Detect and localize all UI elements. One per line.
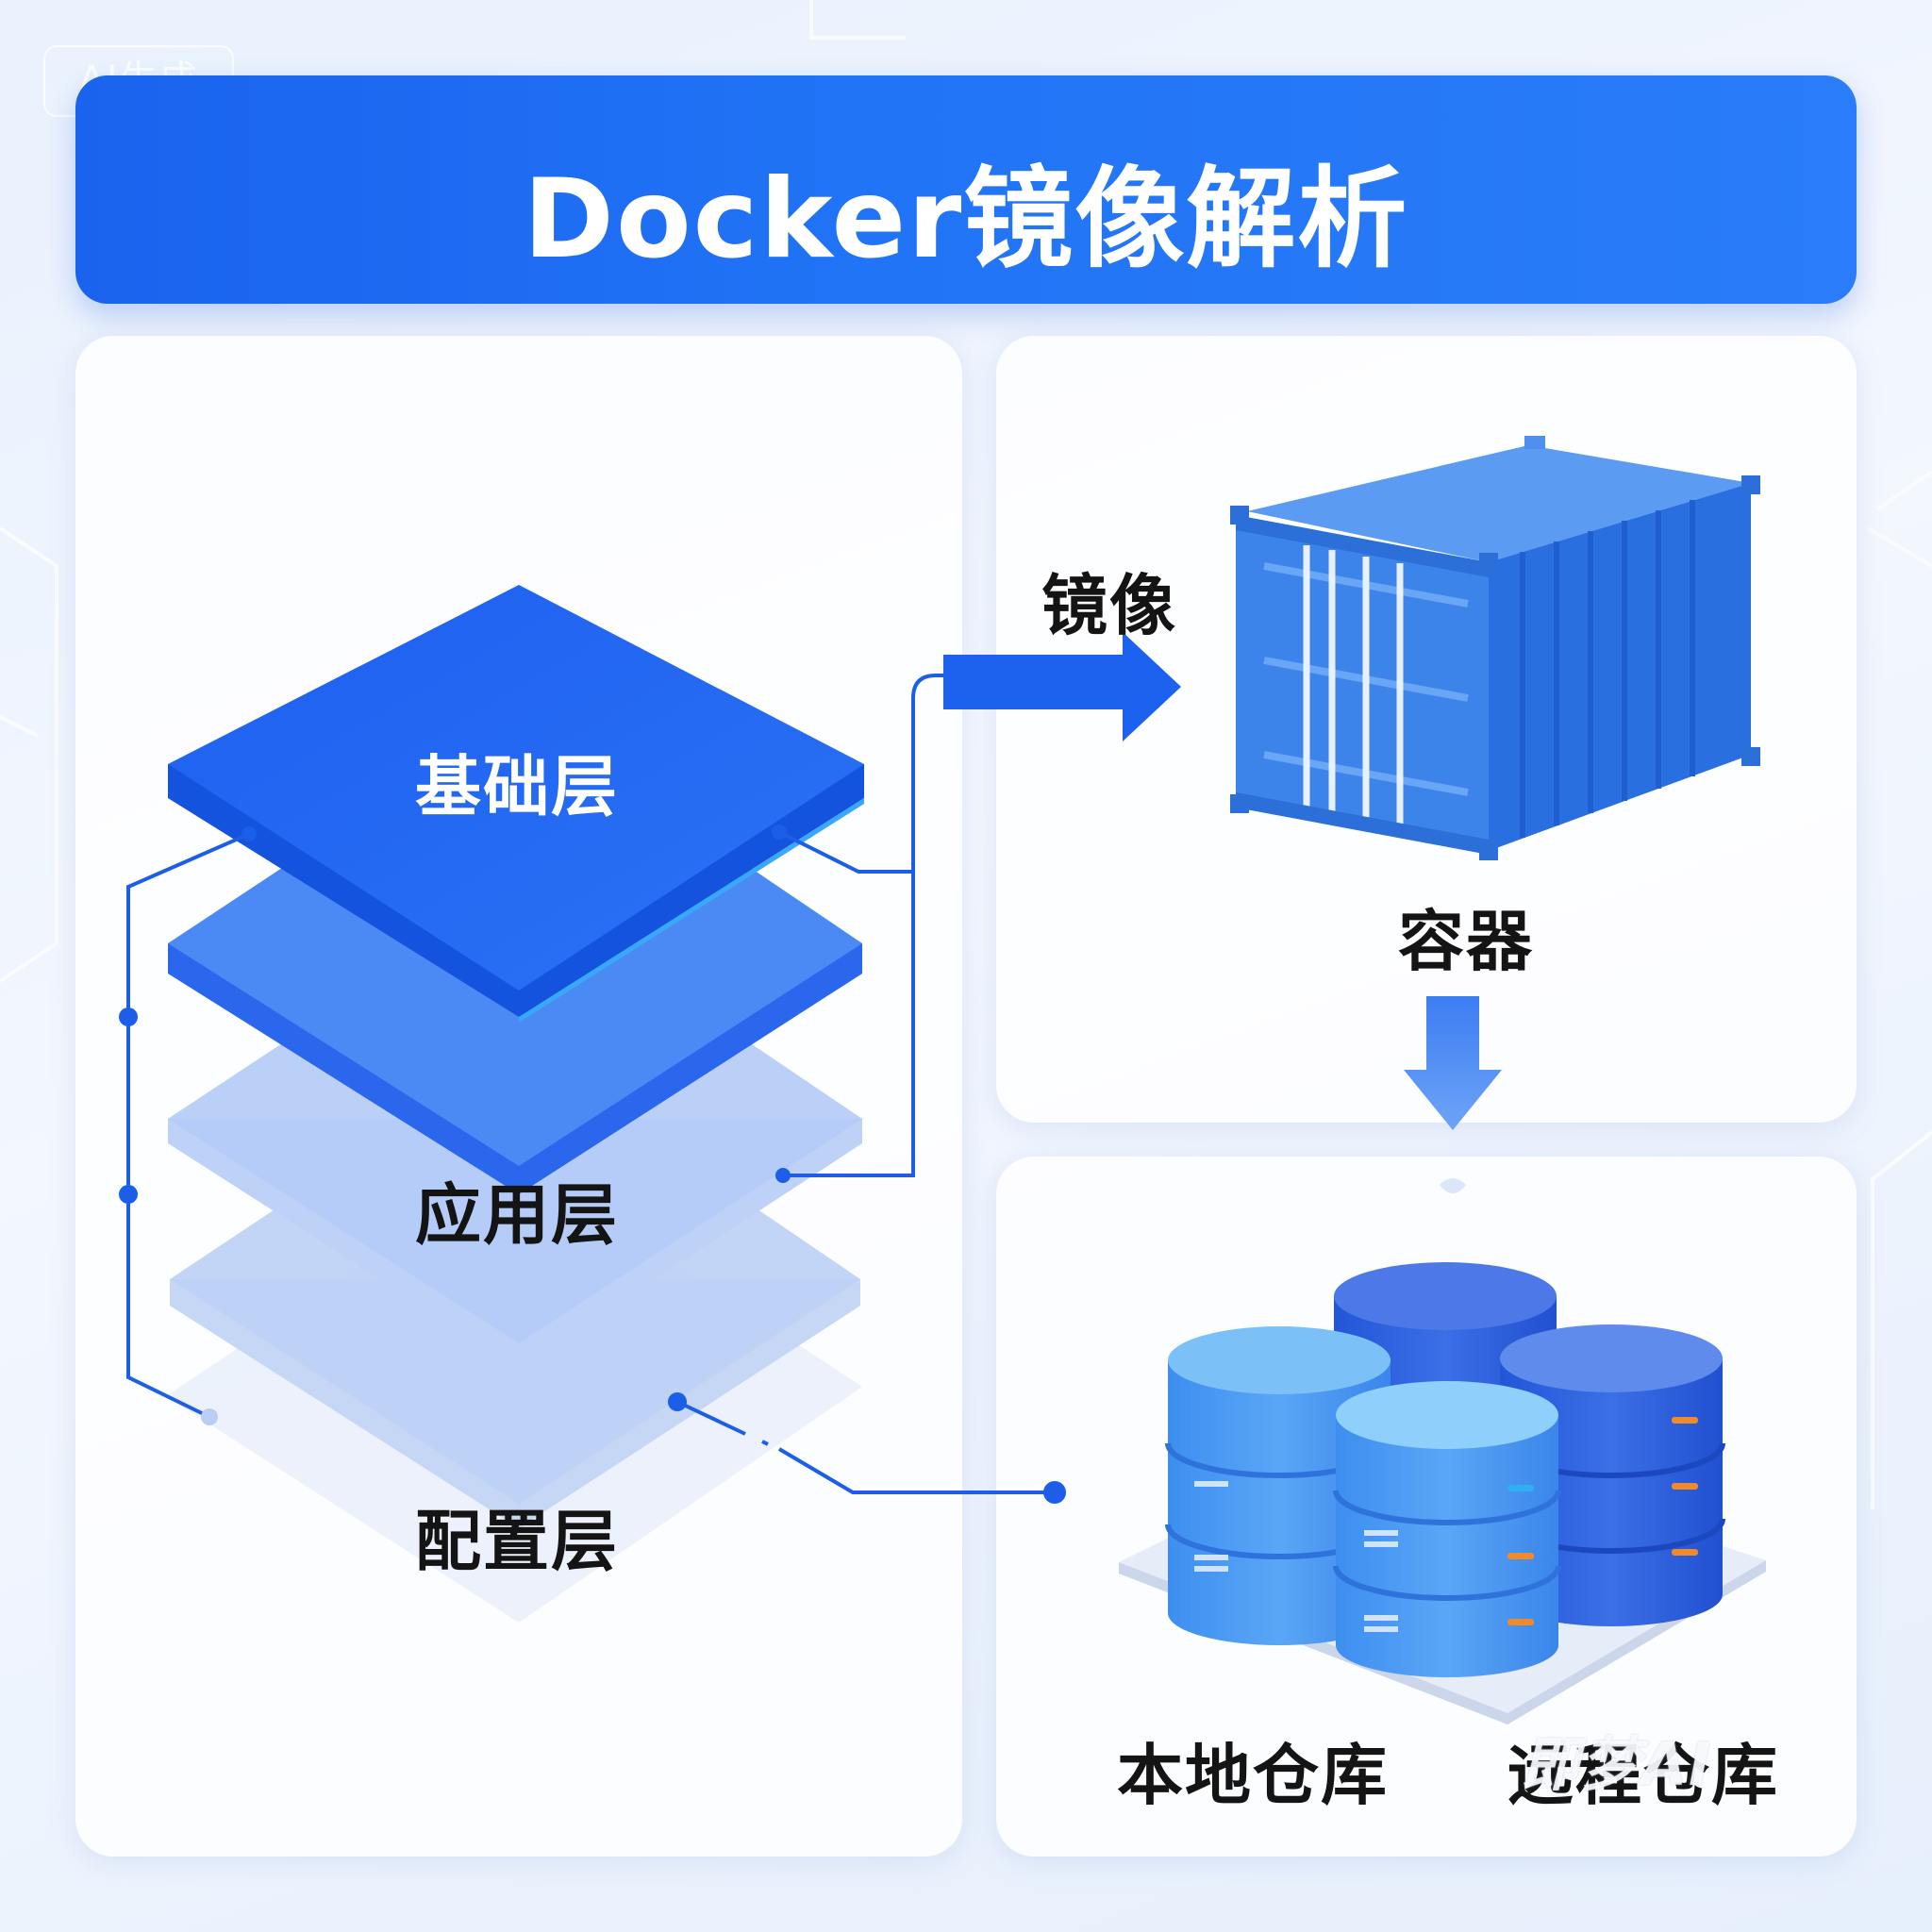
title-banner: Docker镜像解析	[75, 75, 1857, 304]
connector-dots	[119, 824, 1066, 1504]
shipping-container-icon	[1230, 436, 1760, 860]
layer-base-plate	[168, 585, 864, 991]
container-label: 容器	[1398, 903, 1534, 980]
arrow-right-icon	[943, 632, 1181, 741]
local-repo-label: 本地仓库	[1117, 1737, 1389, 1814]
layer-base-plate-glow	[519, 798, 864, 1023]
image-label: 镜像	[1041, 567, 1177, 644]
page-title: Docker镜像解析	[523, 156, 1409, 283]
layer-app-label: 应用层	[415, 1176, 619, 1254]
arrow-down-icon	[1404, 996, 1502, 1130]
layer-stack	[166, 585, 864, 1623]
remote-repo-label: 远程仓库	[1507, 1737, 1779, 1814]
database-cluster-icon	[1119, 1262, 1766, 1724]
watermark: 即梦AI	[1521, 1730, 1713, 1799]
layer-base-label: 基础层	[415, 748, 619, 825]
layer-config-label: 配置层	[415, 1503, 619, 1580]
connector-lines	[126, 674, 1141, 1494]
